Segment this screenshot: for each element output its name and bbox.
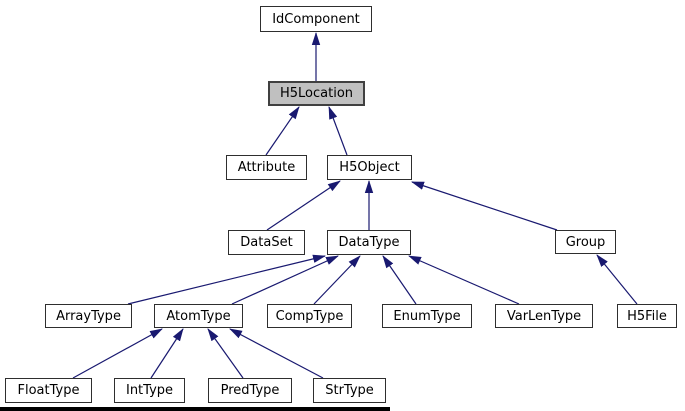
bottom-edge-bar [0,407,390,411]
edge-varlentype-to-datatype [408,255,520,305]
class-node-label: H5File [627,308,667,324]
class-node-strtype[interactable]: StrType [313,378,386,403]
edge-strtype-to-atomtype [229,328,324,379]
class-node-label: Attribute [237,160,296,175]
class-node-h5object[interactable]: H5Object [327,155,412,180]
class-node-dataset[interactable]: DataSet [228,230,305,255]
edge-group-to-h5object [411,181,558,231]
edge-floattype-to-atomtype [72,328,163,379]
class-node-label: IntType [125,383,174,398]
class-node-inttype[interactable]: IntType [114,378,185,403]
edge-inttype-to-atomtype [150,328,184,379]
class-node-label: ArrayType [56,308,121,324]
edge-h5object-to-h5location [328,106,348,156]
class-node-label: Group [565,234,606,250]
class-node-label: EnumType [393,308,461,324]
class-node-idcomponent[interactable]: IdComponent [260,6,372,32]
class-node-varlentype[interactable]: VarLenType [495,304,593,328]
edge-atomtype-to-datatype [231,255,339,305]
class-node-predtype[interactable]: PredType [208,378,292,403]
class-node-h5file[interactable]: H5File [617,304,677,328]
class-node-label: DataType [338,235,400,250]
class-node-label: H5Location [279,86,354,101]
edge-dataset-to-h5object [266,180,341,231]
class-node-label: FloatType [17,383,80,398]
edge-enumtype-to-datatype [382,255,417,305]
class-node-comptype[interactable]: CompType [267,304,352,328]
class-node-label: VarLenType [506,308,582,324]
class-node-label: PredType [220,383,280,398]
edge-predtype-to-atomtype [207,328,244,379]
class-node-datatype[interactable]: DataType [327,230,411,255]
class-node-attribute[interactable]: Attribute [226,155,307,180]
class-node-label: H5Object [339,160,400,175]
edge-arraytype-to-datatype [127,254,326,305]
class-node-label: StrType [325,383,374,398]
class-node-h5location: H5Location [268,81,365,106]
class-node-group[interactable]: Group [555,230,616,254]
class-node-floattype[interactable]: FloatType [5,378,92,403]
class-node-atomtype[interactable]: AtomType [154,304,243,328]
edge-attribute-to-h5location [265,106,300,156]
class-node-enumtype[interactable]: EnumType [382,304,472,328]
edge-h5file-to-group [596,254,638,305]
edge-comptype-to-datatype [313,255,361,305]
class-node-label: IdComponent [272,11,360,27]
class-node-label: AtomType [166,308,231,324]
class-node-label: CompType [275,308,344,324]
class-node-label: DataSet [240,235,293,250]
class-node-arraytype[interactable]: ArrayType [45,304,132,328]
